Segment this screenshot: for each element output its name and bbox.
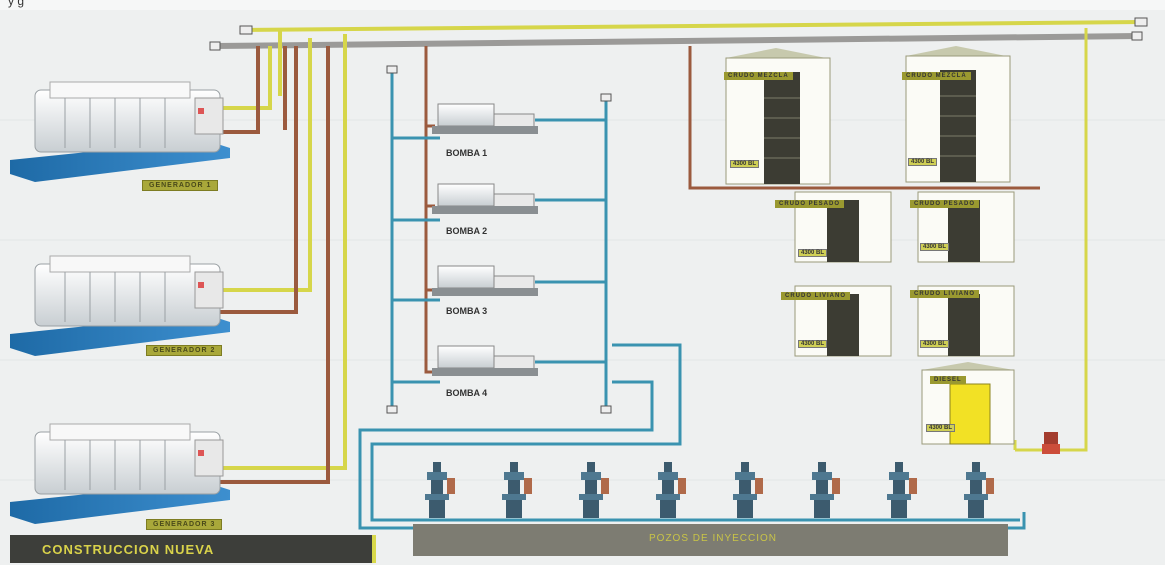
tank-1-value: 4300 BL [730,160,759,168]
wellhead-2-icon [502,462,532,518]
tank-2-label: CRUDO MEZCLA [902,72,971,80]
wellhead-3-icon [579,462,609,518]
tank-4-label: CRUDO PESADO [910,200,979,208]
tank-7-value: 4300 BL [926,424,955,432]
tank-5-value: 4300 BL [798,340,827,348]
generator-1-label: GENERADOR 1 [142,180,218,191]
tank-5-label: CRUDO LIVIANO [781,292,850,300]
generator-cables [215,30,345,482]
wellhead-5-icon [733,462,763,518]
generator-1-graphic [10,82,230,182]
generator-2-graphic [10,256,230,356]
tank-valve [1042,432,1060,454]
tank-6-label: CRUDO LIVIANO [910,290,979,298]
pump-1-label: BOMBA 1 [446,148,487,158]
generator-2-label: GENERADOR 2 [146,345,222,356]
pump-3-graphic [432,266,538,296]
wellhead-8-icon [964,462,994,518]
tank-7-label: DIESEL [930,376,966,384]
pump-3-label: BOMBA 3 [446,306,487,316]
generator-3-graphic [10,424,230,524]
tank-2-value: 4300 BL [908,158,937,166]
pump-4-graphic [432,346,538,376]
construction-banner: CONSTRUCCION NUEVA [10,535,376,563]
pump-2-label: BOMBA 2 [446,226,487,236]
wellhead-4-icon [656,462,686,518]
wells-label: POZOS DE INYECCION [649,533,777,544]
wellhead-6-icon [810,462,840,518]
pump-4-label: BOMBA 4 [446,388,487,398]
wellhead-7-icon [887,462,917,518]
tank-6-value: 4300 BL [920,340,949,348]
tank-3-label: CRUDO PESADO [775,200,844,208]
injection-wells [425,462,994,518]
tank-4-value: 4300 BL [920,243,949,251]
header-pipes [210,18,1147,50]
tank-1-label: CRUDO MEZCLA [724,72,793,80]
pump-1-graphic [432,104,538,134]
construction-label: CONSTRUCCION NUEVA [42,542,214,557]
wellhead-1-icon [425,462,455,518]
generator-3-label: GENERADOR 3 [146,519,222,530]
pump-2-graphic [432,184,538,214]
tank-3-value: 4300 BL [798,249,827,257]
wells-base-bar: POZOS DE INYECCION [413,524,1008,556]
